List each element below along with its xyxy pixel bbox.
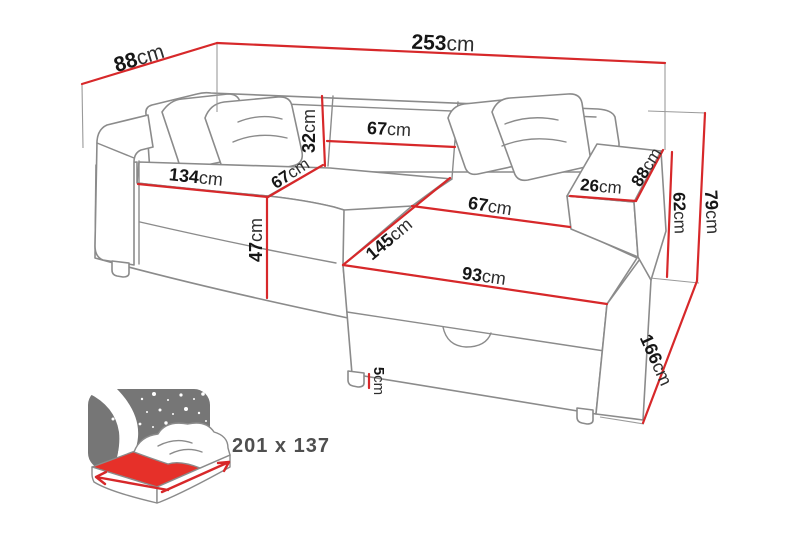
sofa-backrest-seam-left xyxy=(327,95,334,167)
star xyxy=(111,417,115,421)
bed-arrows xyxy=(94,460,231,494)
label-chaise-width-top: 67cm xyxy=(467,193,514,220)
construction-line xyxy=(81,83,84,149)
star xyxy=(184,407,188,411)
star xyxy=(138,422,142,426)
sofa-front-seam xyxy=(139,221,337,264)
dim-line-back-cushion-width xyxy=(325,139,457,149)
label-back-cushion-width: 67cm xyxy=(366,118,411,140)
sofa-leg-chaise-front xyxy=(347,370,365,388)
pillow-wrinkle xyxy=(504,117,559,125)
dim-line-chaise-front-width xyxy=(341,263,609,306)
bed-bedding-fold xyxy=(157,439,193,447)
pillow-wrinkle xyxy=(237,115,283,123)
sofa-leg-chaise-right xyxy=(576,407,594,425)
dim-line-armrest-width xyxy=(568,194,638,203)
pillow-wrinkle xyxy=(501,138,567,147)
star xyxy=(152,426,154,428)
bed-bedding xyxy=(133,422,231,469)
star xyxy=(205,420,207,422)
bed-mattress-side-left xyxy=(91,466,158,504)
bed-arrow-side xyxy=(160,460,231,494)
left-armrest xyxy=(94,114,154,266)
label-seat-left-width: 134cm xyxy=(168,164,224,190)
dim-line-depth-back-left xyxy=(80,41,219,86)
chaise-right-face xyxy=(595,258,652,421)
label-backrest-height: 32cm xyxy=(299,109,319,153)
label-armrest-width: 26cm xyxy=(579,175,622,198)
star xyxy=(164,421,168,425)
dim-line-chaise-width-top xyxy=(410,204,572,229)
label-chaise-front-width: 93cm xyxy=(461,263,507,289)
construction-line xyxy=(649,277,700,284)
dim-line-seat-depth-left xyxy=(266,163,325,199)
star xyxy=(193,398,195,400)
moon-crescent xyxy=(88,388,139,473)
pillow-wrinkle xyxy=(232,134,288,143)
dimension-lines xyxy=(80,41,707,425)
construction-line xyxy=(599,416,645,425)
star xyxy=(158,408,162,412)
label-leg-height: 5cm xyxy=(371,367,388,395)
dim-line-armrest-height xyxy=(665,150,674,279)
label-depth-back-left: 88cm xyxy=(111,39,167,76)
star xyxy=(172,413,174,415)
dim-line-armrest-depth xyxy=(634,148,665,203)
star xyxy=(146,411,148,413)
star xyxy=(167,399,169,401)
bed-bedding-fold xyxy=(169,448,203,455)
construction-line xyxy=(647,110,707,114)
sleeping-area-icon: 201 x 137 xyxy=(88,388,330,504)
dim-line-side-depth xyxy=(641,279,699,425)
sofa-leg-left xyxy=(111,260,130,278)
dim-line-backrest-height xyxy=(320,94,327,168)
dim-line-seat-left-width xyxy=(136,182,270,199)
label-width-total: 253cm xyxy=(411,30,475,56)
label-armrest-height: 62cm xyxy=(670,192,690,234)
label-height-total: 79cm xyxy=(701,189,723,234)
star xyxy=(152,392,156,396)
left-armrest-top-edge xyxy=(96,142,135,159)
star xyxy=(197,411,201,415)
star xyxy=(179,393,183,397)
dim-line-height-total xyxy=(695,111,707,283)
star xyxy=(201,392,205,396)
drawer-handle xyxy=(442,326,492,348)
sleeping-area-size: 201 x 137 xyxy=(232,435,330,457)
construction-lines xyxy=(81,43,707,425)
bed-arrow-front xyxy=(94,470,170,492)
dim-line-width-total xyxy=(215,41,667,65)
dim-line-chaise-length xyxy=(341,176,452,267)
drawer-seam xyxy=(346,311,612,353)
star xyxy=(140,397,144,401)
label-seat-height: 47cm xyxy=(246,218,266,262)
